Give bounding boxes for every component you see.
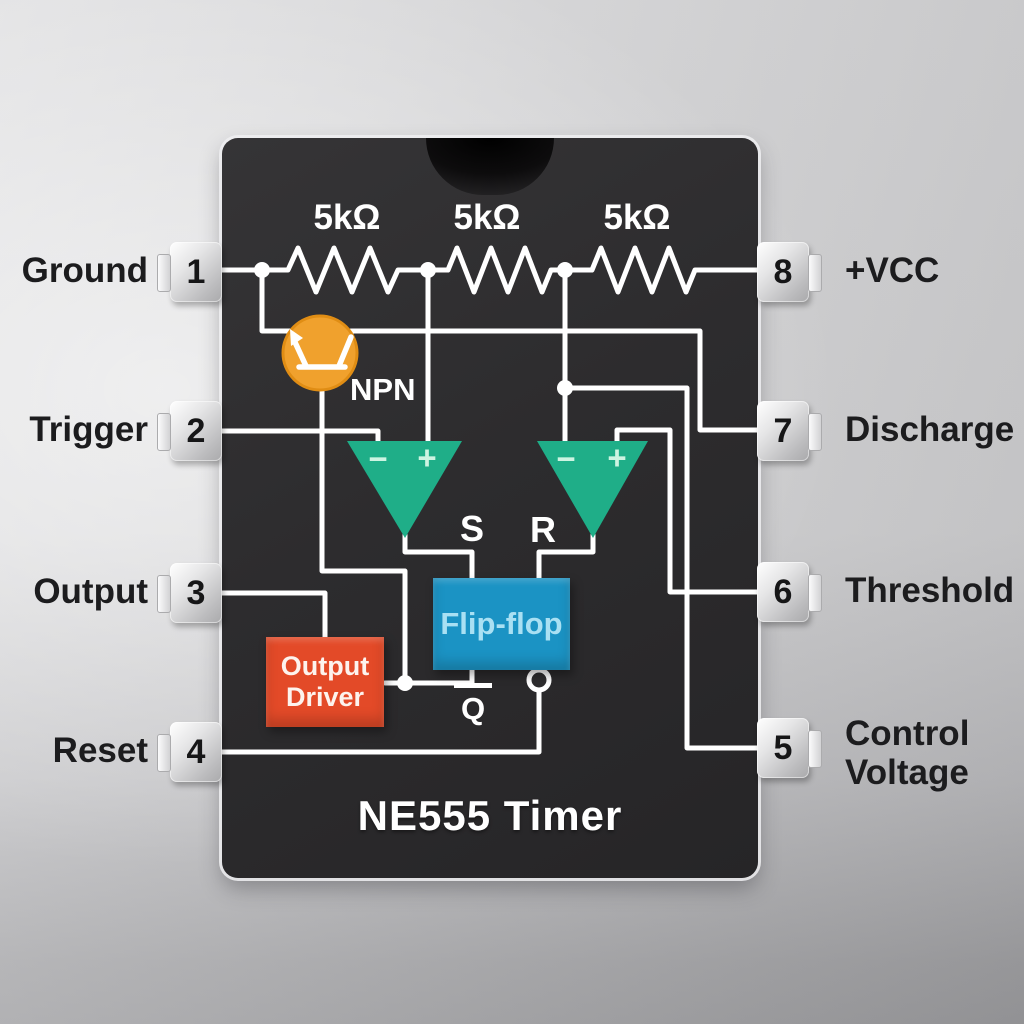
pin-2-name: Trigger xyxy=(29,410,148,449)
pin-4: 4 xyxy=(157,722,222,782)
pin-2: 2 xyxy=(157,401,222,461)
flip-flop-r-input-label: R xyxy=(530,509,556,550)
resistor-1-label: 5kΩ xyxy=(313,198,381,237)
comparator-2-minus-sign: − xyxy=(556,440,576,477)
pin-8: 8 xyxy=(757,242,822,302)
pin-1-number: 1 xyxy=(186,252,206,291)
pin-tab xyxy=(808,254,822,292)
pin-tab xyxy=(808,730,822,768)
pin-8-name: +VCC xyxy=(845,251,940,290)
pin-3-name: Output xyxy=(33,572,148,611)
pin-tab xyxy=(157,413,171,451)
comparator-2 xyxy=(537,441,648,538)
npn-transistor xyxy=(281,314,359,392)
comparator-2-plus-sign: + xyxy=(607,439,627,476)
flip-flop-label: Flip-flop xyxy=(440,606,563,641)
resistor-2-label: 5kΩ xyxy=(453,198,521,237)
junction-dot xyxy=(557,262,573,278)
chip-title: NE555 Timer xyxy=(357,792,623,839)
wire-comp1-to-s xyxy=(402,532,475,582)
pin-3: 3 xyxy=(157,563,222,623)
pin-5-name: Control Voltage xyxy=(845,714,970,792)
wire-reset-to-flipflop xyxy=(219,687,542,755)
junction-dot xyxy=(254,262,270,278)
pin-tab xyxy=(157,575,171,613)
wire-control-voltage xyxy=(562,385,761,751)
pin-6-number: 6 xyxy=(773,572,793,611)
pin-3-number: 3 xyxy=(186,573,206,612)
pin-tab xyxy=(157,254,171,292)
pin-tab xyxy=(808,413,822,451)
pin-8-number: 8 xyxy=(773,252,793,291)
npn-label: NPN xyxy=(350,372,416,407)
wire-ground-to-npn xyxy=(259,267,294,334)
junction-dot xyxy=(557,380,573,396)
comparator-1-plus-sign: + xyxy=(417,439,437,476)
wire-output-pin xyxy=(219,590,328,642)
pin-tab xyxy=(157,734,171,772)
pin-1-name: Ground xyxy=(21,251,148,290)
pin-2-number: 2 xyxy=(186,411,206,450)
pin-5-number: 5 xyxy=(773,728,793,767)
resistor-network-wire xyxy=(219,245,761,295)
pin-7: 7 xyxy=(757,401,822,461)
wire-comp2-to-r xyxy=(536,532,596,582)
comparator-1 xyxy=(347,441,462,538)
junction-dot xyxy=(397,675,413,691)
flip-flop-s-input-label: S xyxy=(459,508,484,549)
pin-5: 5 xyxy=(757,718,822,778)
pin-1: 1 xyxy=(157,242,222,302)
junction-dot xyxy=(420,262,436,278)
pin-tab xyxy=(808,574,822,612)
invert-bubble xyxy=(526,667,552,693)
wire-trigger-to-comp1 xyxy=(219,428,381,447)
output-driver-label: Output Driver xyxy=(280,651,370,712)
pin-4-name: Reset xyxy=(52,731,148,770)
comparator-1-minus-sign: − xyxy=(368,440,388,477)
wire-npn-base xyxy=(319,364,408,686)
pin-4-number: 4 xyxy=(186,732,206,771)
flip-flop-box: Flip-flop xyxy=(433,578,570,670)
pin-6: 6 xyxy=(757,562,822,622)
flip-flop-qbar-output-label: Q xyxy=(449,683,497,727)
pin-6-name: Threshold xyxy=(845,571,1015,610)
wire-threshold-to-comp2 xyxy=(614,427,761,595)
resistor-3-label: 5kΩ xyxy=(603,198,671,237)
output-driver-box: Output Driver xyxy=(266,637,384,727)
pin-7-name: Discharge xyxy=(845,410,1015,449)
pin-7-number: 7 xyxy=(773,411,793,450)
